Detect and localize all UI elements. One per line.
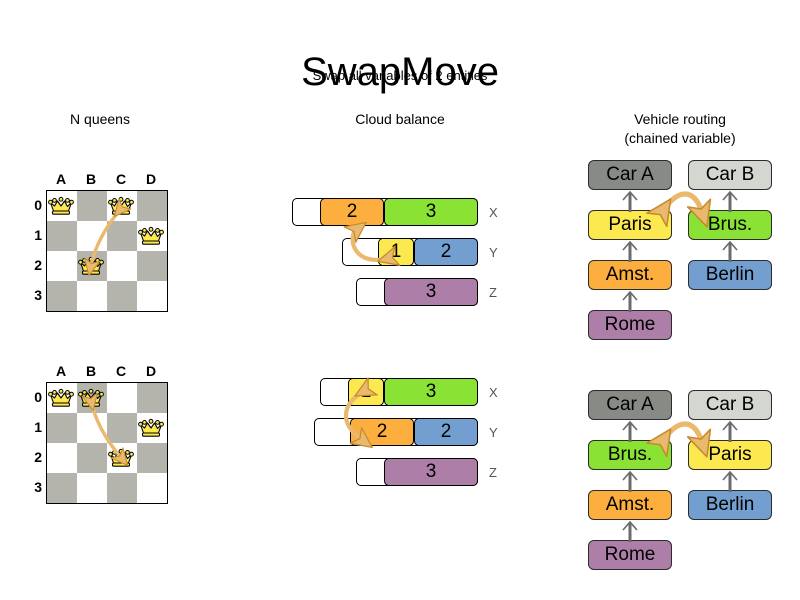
chain-arrow-icon	[622, 240, 638, 262]
cell-D2[interactable]	[137, 443, 167, 473]
cloud-row-label-X: X	[489, 205, 498, 220]
page-title: SwapMove	[301, 49, 499, 94]
cell-B0[interactable]	[77, 191, 107, 221]
cell-A0[interactable]	[47, 191, 77, 221]
cloud-segment-Y-1[interactable]: 2	[414, 238, 478, 266]
cloud-segment-X-0[interactable]: 2	[320, 198, 384, 226]
cell-C2[interactable]	[107, 443, 137, 473]
chain-arrow-icon	[722, 240, 738, 262]
cloud-row-label-Z: Z	[489, 465, 497, 480]
chain-arrow-icon	[622, 520, 638, 542]
cloud-segment-Y-0[interactable]: 2	[350, 418, 414, 446]
cloud-segment-X-1[interactable]: 3	[384, 198, 478, 226]
file-label-A: A	[55, 171, 67, 187]
cell-C2[interactable]	[107, 251, 137, 281]
rank-label-1: 1	[34, 419, 42, 435]
cell-A3[interactable]	[47, 281, 77, 311]
cell-A0[interactable]	[47, 383, 77, 413]
cloud-segment-Y-1[interactable]: 2	[414, 418, 478, 446]
rank-label-1: 1	[34, 227, 42, 243]
cloud-row-label-Z: Z	[489, 285, 497, 300]
chain-arrow-icon	[622, 470, 638, 492]
chain-arrow-icon	[622, 190, 638, 212]
chain-a-box-amst[interactable]: Amst.	[588, 490, 672, 520]
chain-arrow-icon	[722, 190, 738, 212]
file-label-B: B	[85, 363, 97, 379]
cell-C0[interactable]	[107, 191, 137, 221]
section-heading-routing-line1: Vehicle routing	[634, 111, 726, 127]
chain-b-box-berlin[interactable]: Berlin	[688, 490, 772, 520]
cell-D3[interactable]	[137, 281, 167, 311]
cell-A2[interactable]	[47, 443, 77, 473]
cell-A3[interactable]	[47, 473, 77, 503]
file-label-D: D	[145, 363, 157, 379]
cell-A1[interactable]	[47, 413, 77, 443]
cell-D0[interactable]	[137, 383, 167, 413]
cell-C3[interactable]	[107, 281, 137, 311]
cloud-row-label-X: X	[489, 385, 498, 400]
cell-B2[interactable]	[77, 443, 107, 473]
cloud-row-label-Y: Y	[489, 245, 498, 260]
cloud-row-label-Y: Y	[489, 425, 498, 440]
cell-D1[interactable]	[137, 413, 167, 443]
chain-b-box-car-b[interactable]: Car B	[688, 390, 772, 420]
chain-a-box-brus[interactable]: Brus.	[588, 440, 672, 470]
cell-D3[interactable]	[137, 473, 167, 503]
rank-label-0: 0	[34, 197, 42, 213]
rank-label-2: 2	[34, 257, 42, 273]
file-label-A: A	[55, 363, 67, 379]
cloud-segment-X-1[interactable]: 3	[384, 378, 478, 406]
cloud-segment-Y-0[interactable]: 1	[378, 238, 414, 266]
cell-C1[interactable]	[107, 413, 137, 443]
cell-C0[interactable]	[107, 383, 137, 413]
cell-B2[interactable]	[77, 251, 107, 281]
section-heading-cloud: Cloud balance	[355, 111, 445, 127]
cell-D1[interactable]	[137, 221, 167, 251]
cell-B3[interactable]	[77, 281, 107, 311]
chessboard	[46, 190, 168, 312]
section-heading-nqueens: N queens	[70, 111, 130, 127]
cell-C1[interactable]	[107, 221, 137, 251]
chain-arrow-icon	[622, 290, 638, 312]
chain-arrow-icon	[722, 420, 738, 442]
cell-B1[interactable]	[77, 413, 107, 443]
cell-D2[interactable]	[137, 251, 167, 281]
file-label-C: C	[115, 363, 127, 379]
cloud-segment-X-0[interactable]: 1	[348, 378, 384, 406]
cell-A2[interactable]	[47, 251, 77, 281]
cell-D0[interactable]	[137, 191, 167, 221]
chain-a-box-rome[interactable]: Rome	[588, 540, 672, 570]
rank-label-2: 2	[34, 449, 42, 465]
cell-A1[interactable]	[47, 221, 77, 251]
cloud-segment-Z-0[interactable]: 3	[384, 278, 478, 306]
chain-arrow-icon	[622, 420, 638, 442]
chain-a-box-amst[interactable]: Amst.	[588, 260, 672, 290]
chain-b-box-car-b[interactable]: Car B	[688, 160, 772, 190]
page-subtitle: Swap all variables of 2 entities	[312, 68, 488, 83]
rank-label-3: 3	[34, 287, 42, 303]
chain-arrow-icon	[722, 470, 738, 492]
cell-B0[interactable]	[77, 383, 107, 413]
file-label-C: C	[115, 171, 127, 187]
chessboard	[46, 382, 168, 504]
section-heading-routing-line2: (chained variable)	[624, 130, 736, 146]
chain-a-box-rome[interactable]: Rome	[588, 310, 672, 340]
cell-B3[interactable]	[77, 473, 107, 503]
rank-label-0: 0	[34, 389, 42, 405]
chain-a-box-car-a[interactable]: Car A	[588, 390, 672, 420]
file-label-B: B	[85, 171, 97, 187]
cell-C3[interactable]	[107, 473, 137, 503]
chain-a-box-car-a[interactable]: Car A	[588, 160, 672, 190]
chain-b-box-paris[interactable]: Paris	[688, 440, 772, 470]
chain-b-box-berlin[interactable]: Berlin	[688, 260, 772, 290]
cloud-segment-Z-0[interactable]: 3	[384, 458, 478, 486]
chain-a-box-paris[interactable]: Paris	[588, 210, 672, 240]
cell-B1[interactable]	[77, 221, 107, 251]
file-label-D: D	[145, 171, 157, 187]
rank-label-3: 3	[34, 479, 42, 495]
chain-b-box-brus[interactable]: Brus.	[688, 210, 772, 240]
